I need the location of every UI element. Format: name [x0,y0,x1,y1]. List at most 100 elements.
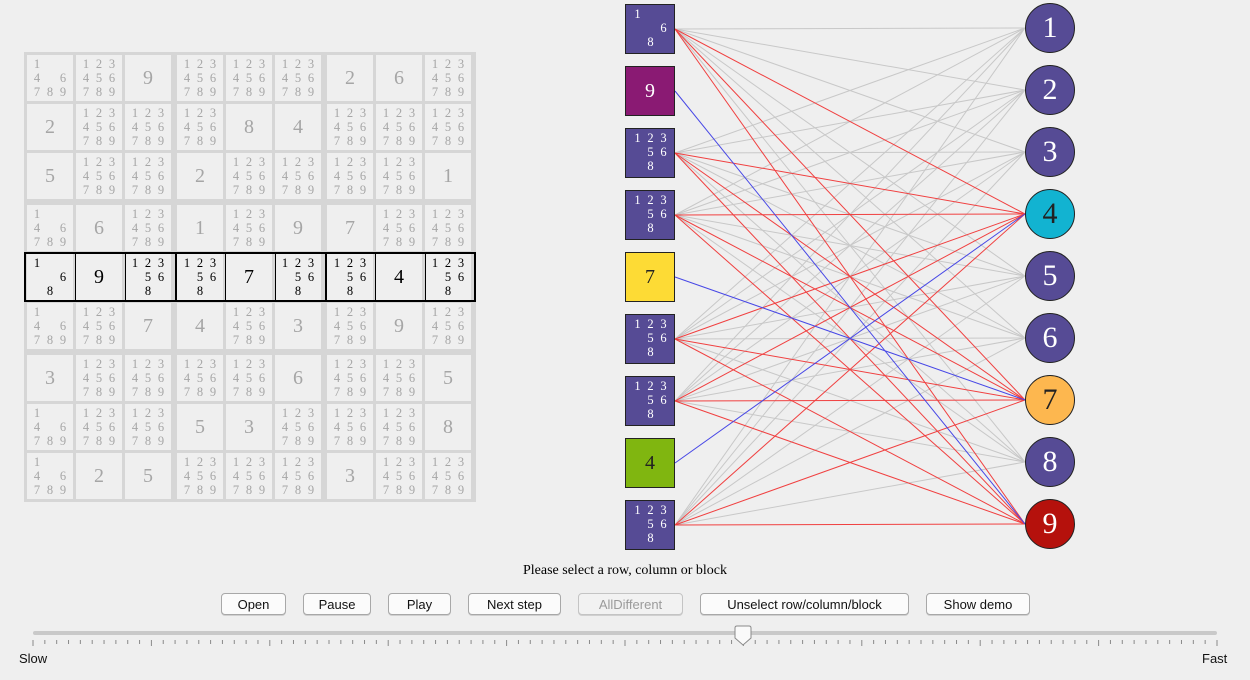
play-button[interactable]: Play [388,593,451,615]
sudoku-cell[interactable]: 3 [27,355,73,401]
next-step-button[interactable]: Next step [468,593,561,615]
pause-button[interactable]: Pause [303,593,371,615]
sudoku-cell[interactable]: 8 [425,404,471,450]
candidate-digit: 2 [647,317,654,331]
sudoku-cell[interactable]: 5 [177,404,223,450]
speed-slider-thumb[interactable] [733,625,753,647]
candidate-digit: 4 [33,319,41,333]
sudoku-cell[interactable]: 2 [177,153,223,199]
open-button[interactable]: Open [221,593,286,615]
sudoku-cell[interactable]: 9 [125,55,171,101]
sudoku-cell[interactable]: 7 [327,205,373,251]
sudoku-cell[interactable]: 2 [27,104,73,150]
candidate-digit: 3 [457,207,465,221]
sudoku-cell[interactable]: 1 [425,153,471,199]
sudoku-cell[interactable]: 5 [125,453,171,499]
candidate-digit: 5 [144,120,152,134]
sudoku-cell[interactable]: 2 [76,453,122,499]
sudoku-cell[interactable]: 5 [27,153,73,199]
sudoku-cell[interactable]: 3 [327,453,373,499]
sudoku-cell[interactable]: 6 [376,55,422,101]
candidate-digit: 6 [157,120,165,134]
candidate-digit: 5 [444,270,452,284]
candidate-digit [44,420,57,434]
speed-slider-track[interactable] [33,631,1217,635]
sudoku-cell[interactable]: 6 [275,355,321,401]
sudoku-cell[interactable]: 6 [76,205,122,251]
sudoku-cell[interactable]: 4 [376,254,422,300]
sudoku-cell[interactable]: 3 [226,404,272,450]
sudoku-cell[interactable]: 9 [76,254,122,300]
sudoku-cell[interactable]: 9 [275,205,321,251]
show-demo-button[interactable]: Show demo [926,593,1030,615]
candidate-digit: 7 [382,134,390,148]
unselect-button[interactable]: Unselect row/column/block [700,593,909,615]
sudoku-cell[interactable]: 4 [275,104,321,150]
sudoku-cell[interactable]: 5 [425,355,471,401]
candidate-digit: 5 [245,221,253,235]
sudoku-cell[interactable]: 7 [226,254,272,300]
sudoku-cell[interactable]: 8 [226,104,272,150]
sudoku-cell[interactable]: 2 [327,55,373,101]
sudoku-cell[interactable]: 1 [177,205,223,251]
sudoku-cell[interactable]: 9 [376,303,422,349]
sudoku-cell[interactable]: 3 [275,303,321,349]
sudoku-cell[interactable]: 4 [177,303,223,349]
sudoku-cell[interactable]: 7 [125,303,171,349]
